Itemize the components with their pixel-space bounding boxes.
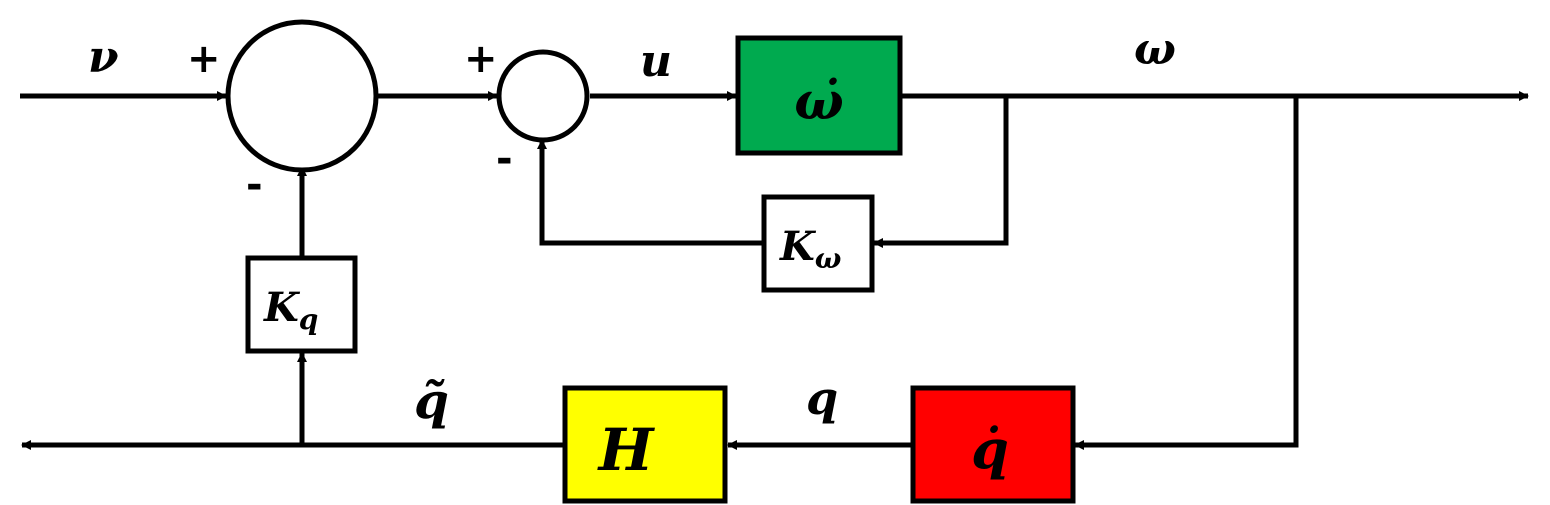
k-q-block bbox=[245, 255, 358, 354]
omega-dot-label: ω̇ bbox=[794, 71, 844, 132]
q-dot-block bbox=[910, 385, 1076, 504]
output-signal-label: ω bbox=[1134, 24, 1176, 75]
input-signal-label: ν bbox=[88, 32, 119, 83]
sum1-plus-sign: + bbox=[187, 36, 221, 82]
komega-to-sum2-wire bbox=[537, 139, 764, 246]
k-q-label: Kq bbox=[263, 284, 318, 336]
k-omega-block bbox=[761, 194, 875, 293]
omega-to-qdot-wire bbox=[1074, 96, 1299, 450]
control-signal-label: u bbox=[640, 36, 672, 87]
sum2-minus-sign: - bbox=[496, 136, 513, 182]
summing-junction-outer bbox=[225, 19, 379, 173]
state-signal-label: q bbox=[806, 371, 838, 425]
sum2-plus-sign: + bbox=[464, 36, 498, 82]
q-dot-label: q̇ bbox=[971, 417, 1009, 481]
h-block bbox=[562, 385, 728, 504]
sum1-minus-sign: - bbox=[246, 162, 263, 208]
inner-feedback-wire bbox=[873, 96, 1009, 248]
filtered-signal-label: q̃ bbox=[414, 371, 449, 430]
k-omega-label: Kω bbox=[779, 223, 842, 275]
summing-junction-inner bbox=[496, 49, 590, 143]
omega-dot-block bbox=[735, 35, 903, 156]
h-label: H bbox=[597, 416, 656, 484]
